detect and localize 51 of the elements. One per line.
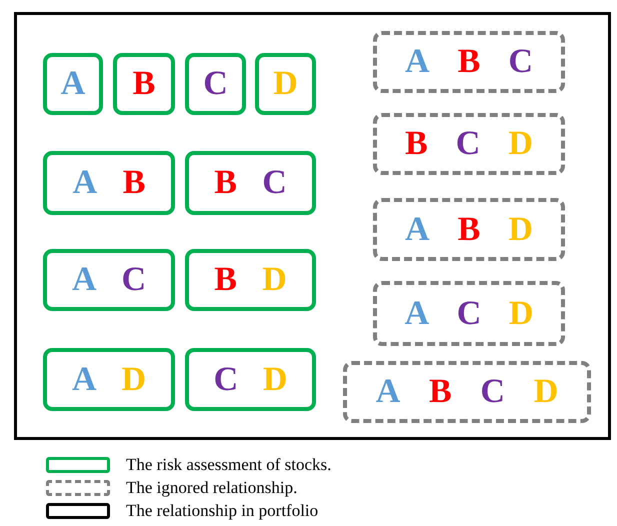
- risk-assessment-box: [255, 53, 316, 115]
- stock-letter: B: [458, 212, 480, 246]
- stock-letter: D: [508, 127, 533, 161]
- stock-letter: A: [405, 45, 430, 79]
- stock-letter: C: [456, 127, 480, 161]
- stock-letter: C: [480, 375, 505, 409]
- ignored-relationship-box: [373, 31, 565, 93]
- stock-letter: A: [72, 362, 97, 396]
- stock-letter: A: [60, 67, 86, 101]
- stock-letter: C: [121, 263, 146, 297]
- stock-letter: C: [214, 362, 238, 396]
- stock-letter: B: [214, 166, 237, 200]
- risk-assessment-box: [185, 249, 316, 311]
- stock-letter: A: [72, 166, 98, 200]
- stock-letter: D: [273, 67, 298, 101]
- stock-letter: B: [214, 263, 237, 297]
- stock-letter: A: [376, 375, 400, 409]
- stock-letter: D: [262, 362, 288, 396]
- stock-letter: B: [132, 67, 156, 101]
- stock-letter: D: [121, 362, 146, 396]
- stock-letter: C: [262, 166, 287, 200]
- ignored-relationship-box: [373, 198, 565, 261]
- stock-letter: B: [429, 375, 452, 409]
- risk-assessment-box: [43, 249, 175, 311]
- stock-letter: D: [262, 263, 287, 297]
- ignored-relationship-box: [343, 361, 591, 423]
- stock-letter: D: [508, 212, 533, 246]
- portfolio-frame: [14, 12, 611, 440]
- stock-letter: B: [458, 45, 480, 79]
- risk-assessment-box: [43, 53, 103, 115]
- stock-letter: C: [456, 296, 482, 330]
- risk-assessment-box: [185, 348, 316, 411]
- stock-letter: C: [203, 67, 228, 101]
- stock-letter: A: [404, 296, 430, 330]
- risk-assessment-box: [185, 53, 246, 115]
- risk-assessment-box: [185, 151, 316, 215]
- stock-letter: A: [405, 212, 430, 246]
- stock-letter: D: [508, 296, 534, 330]
- stock-letter: D: [534, 375, 558, 409]
- stock-letter: A: [72, 263, 97, 297]
- ignored-relationship-box: [373, 281, 565, 346]
- legend-text: The relationship in portfolio: [126, 501, 318, 520]
- stock-letter: B: [405, 127, 428, 161]
- legend-text: The ignored relationship.: [126, 478, 298, 497]
- ignored-relationship-box: [373, 113, 565, 175]
- risk-assessment-box: [113, 53, 175, 115]
- stock-letter: B: [122, 166, 146, 200]
- risk-assessment-box: [43, 348, 175, 411]
- legend-text: The risk assessment of stocks.: [126, 455, 332, 474]
- stock-letter: C: [508, 45, 533, 79]
- risk-assessment-box: [43, 151, 175, 215]
